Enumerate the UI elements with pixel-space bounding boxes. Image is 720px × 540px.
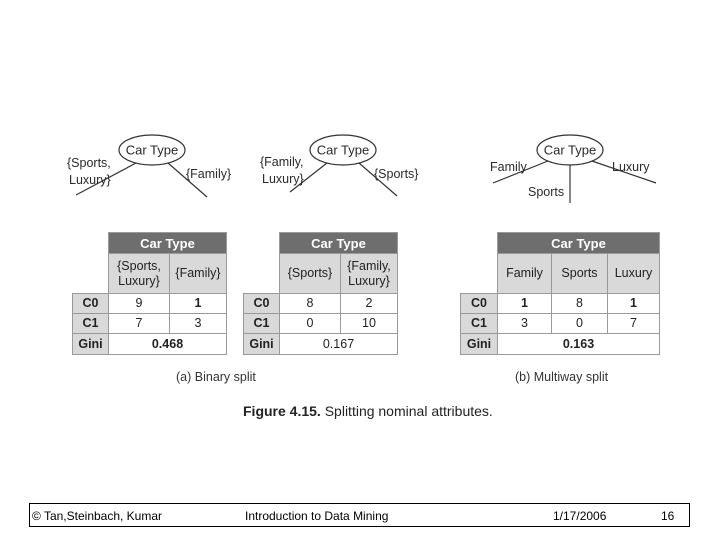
cell: 7: [108, 313, 170, 334]
cell: 1: [607, 293, 660, 314]
row-label: C1: [243, 313, 280, 334]
branch-label-luxury: Luxury: [612, 160, 650, 174]
table-row: C0 9 1: [72, 293, 227, 314]
cell: 1: [497, 293, 552, 314]
binary-split-tree-b: Car Type {Family, Luxury} {Sports}: [260, 134, 418, 197]
slide-footer: © Tan,Steinbach, Kumar Introduction to D…: [29, 503, 690, 527]
left-edge: [75, 162, 137, 196]
left-branch-label-line1: {Family,: [260, 155, 304, 169]
gini-table-binary-b: Car Type {Sports} {Family,Luxury} C0 8 2…: [243, 232, 398, 355]
root-node: [309, 134, 377, 166]
cell: 0: [279, 313, 341, 334]
gini-label: Gini: [460, 333, 498, 355]
row-label: C1: [460, 313, 498, 334]
right-edge: [591, 160, 657, 184]
cell: 3: [497, 313, 552, 334]
root-label: Car Type: [317, 143, 370, 158]
figure-caption: Figure 4.15. Splitting nominal attribute…: [243, 403, 493, 419]
table-row: C1 0 10: [243, 313, 398, 334]
cell: 8: [279, 293, 341, 314]
branch-label-family: Family: [490, 160, 528, 174]
table-header: Car Type: [497, 232, 660, 254]
row-label: C1: [72, 313, 109, 334]
gini-label: Gini: [72, 333, 109, 355]
gini-label: Gini: [243, 333, 280, 355]
right-edge: [167, 162, 208, 198]
gini-row: Gini 0.167: [243, 333, 398, 355]
multiway-split-tree: Car Type Family Sports Luxury: [490, 134, 657, 203]
column-header: {Family,Luxury}: [340, 253, 398, 294]
gini-row: Gini 0.468: [72, 333, 227, 355]
table-header: Car Type: [279, 232, 398, 254]
cell: 9: [108, 293, 170, 314]
gini-row: Gini 0.163: [460, 333, 660, 355]
left-branch-label-line2: Luxury}: [262, 172, 304, 186]
column-header: Family: [497, 253, 552, 294]
row-label: C0: [72, 293, 109, 314]
branch-label-sports: Sports: [528, 185, 564, 199]
footer-authors: © Tan,Steinbach, Kumar: [32, 509, 163, 523]
figure-number: Figure 4.15.: [243, 403, 321, 419]
row-label: C0: [243, 293, 280, 314]
left-branch-label-line2: Luxury}: [69, 173, 111, 187]
table-header: Car Type: [108, 232, 227, 254]
caption-multiway-split: (b) Multiway split: [515, 370, 609, 384]
cell: 3: [169, 313, 227, 334]
table-row: C1 7 3: [72, 313, 227, 334]
cell: 0: [551, 313, 608, 334]
column-header: {Family}: [169, 253, 227, 294]
cell: 2: [340, 293, 398, 314]
column-header: Sports: [551, 253, 608, 294]
left-edge: [492, 160, 549, 184]
gini-value: 0.167: [279, 333, 398, 355]
table-row: C0 8 2: [243, 293, 398, 314]
figure-title: Splitting nominal attributes.: [324, 403, 493, 419]
root-node: [118, 134, 186, 166]
cell: 1: [169, 293, 227, 314]
left-edge: [289, 162, 328, 193]
column-header: {Sports}: [279, 253, 341, 294]
footer-course: Introduction to Data Mining: [245, 509, 389, 523]
root-label: Car Type: [544, 143, 597, 158]
gini-table-binary-a: Car Type {Sports,Luxury} {Family} C0 9 1…: [72, 232, 227, 355]
left-branch-label-line1: {Sports,: [67, 156, 111, 170]
binary-split-tree-a: Car Type {Sports, Luxury} {Family}: [67, 134, 231, 198]
right-edge: [358, 162, 398, 197]
footer-page-number: 16: [661, 509, 675, 523]
row-label: C0: [460, 293, 498, 314]
footer-date: 1/17/2006: [553, 509, 607, 523]
gini-value: 0.468: [108, 333, 227, 355]
right-branch-label: {Sports}: [374, 167, 418, 181]
table-row: C1 3 0 7: [460, 313, 660, 334]
cell: 7: [607, 313, 660, 334]
table-row: C0 1 8 1: [460, 293, 660, 314]
column-header: Luxury: [607, 253, 660, 294]
cell: 8: [551, 293, 608, 314]
cell: 10: [340, 313, 398, 334]
gini-table-multiway: Car Type Family Sports Luxury C0 1 8 1 C…: [460, 232, 660, 355]
gini-value: 0.163: [497, 333, 660, 355]
right-branch-label: {Family}: [186, 167, 231, 181]
caption-binary-split: (a) Binary split: [176, 370, 256, 384]
root-label: Car Type: [126, 143, 179, 158]
column-header: {Sports,Luxury}: [108, 253, 170, 294]
